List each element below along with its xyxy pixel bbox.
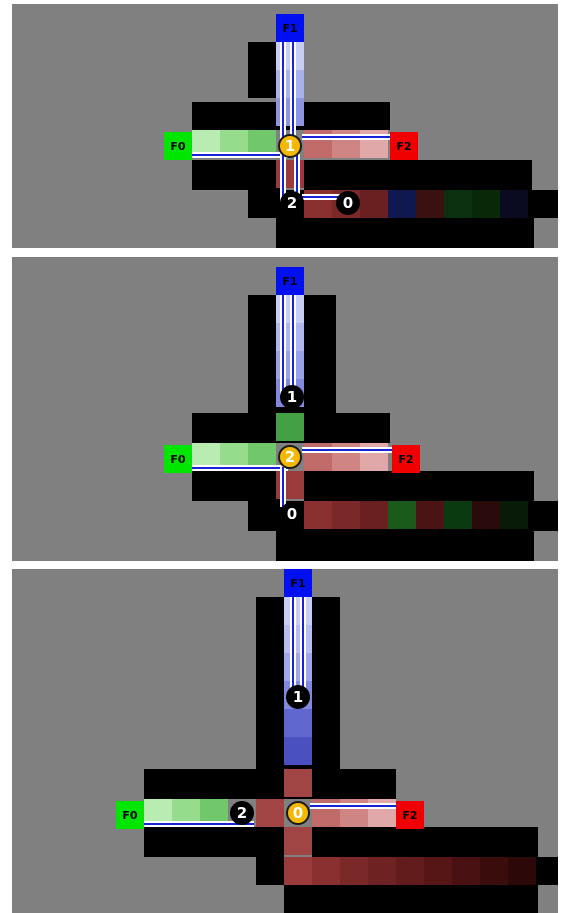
wall-tile bbox=[144, 769, 396, 799]
flow-tile bbox=[312, 857, 340, 885]
pipe-segment bbox=[310, 803, 400, 809]
flow-tile bbox=[284, 769, 312, 797]
flow-tile bbox=[340, 857, 368, 885]
flow-tile bbox=[480, 857, 508, 885]
game-frame-1: F1 F0 F2 1 2 0 bbox=[12, 4, 558, 248]
pipe-segment bbox=[280, 295, 286, 395]
wall-tile bbox=[192, 160, 280, 190]
wall-tile bbox=[284, 885, 538, 913]
pipe-segment bbox=[290, 597, 296, 697]
flow-tile bbox=[360, 501, 388, 529]
flow-tile bbox=[332, 501, 360, 529]
flow-tile bbox=[416, 501, 444, 529]
wall-tile bbox=[276, 218, 534, 248]
flow-tile bbox=[500, 501, 528, 529]
flow-tile bbox=[472, 190, 500, 218]
source-f1[interactable]: F1 bbox=[284, 569, 312, 597]
wall-tile bbox=[144, 827, 284, 857]
flow-tile bbox=[424, 857, 452, 885]
flow-tile bbox=[368, 857, 396, 885]
junction-node[interactable]: 2 bbox=[278, 445, 302, 469]
flow-tile bbox=[444, 190, 472, 218]
source-f2[interactable]: F2 bbox=[392, 445, 420, 473]
pipe-segment bbox=[302, 447, 392, 453]
flow-tile bbox=[284, 827, 312, 855]
flow-tile bbox=[284, 857, 312, 885]
pipe-segment bbox=[290, 295, 296, 395]
flow-tile bbox=[284, 653, 312, 681]
source-f0[interactable]: F0 bbox=[116, 801, 144, 829]
flow-tile bbox=[472, 501, 500, 529]
junction-node[interactable]: 0 bbox=[286, 801, 310, 825]
flow-tile bbox=[388, 501, 416, 529]
wall-tile bbox=[304, 160, 532, 190]
pipe-segment bbox=[300, 597, 306, 697]
source-f2[interactable]: F2 bbox=[396, 801, 424, 829]
source-f0[interactable]: F0 bbox=[164, 445, 192, 473]
game-frame-2: F1 F0 F2 1 2 0 bbox=[12, 257, 558, 561]
wall-tile bbox=[276, 531, 534, 561]
pipe-segment bbox=[290, 42, 296, 146]
junction-node[interactable]: 2 bbox=[230, 801, 254, 825]
flow-tile bbox=[284, 709, 312, 737]
flow-tile bbox=[396, 857, 424, 885]
flow-tile bbox=[508, 857, 536, 885]
source-f1[interactable]: F1 bbox=[276, 14, 304, 42]
flow-tile bbox=[284, 737, 312, 765]
junction-node[interactable]: 0 bbox=[280, 502, 304, 526]
pipe-segment bbox=[192, 465, 288, 471]
junction-node[interactable]: 1 bbox=[286, 685, 310, 709]
pipe-segment bbox=[192, 152, 288, 158]
flow-tile bbox=[256, 799, 284, 827]
source-f2[interactable]: F2 bbox=[390, 132, 418, 160]
source-f0[interactable]: F0 bbox=[164, 132, 192, 160]
flow-tile bbox=[500, 190, 528, 218]
flow-tile bbox=[416, 190, 444, 218]
pipe-segment bbox=[302, 134, 392, 140]
flow-tile bbox=[284, 625, 312, 653]
junction-node[interactable]: 1 bbox=[280, 385, 304, 409]
flow-tile bbox=[388, 190, 416, 218]
wall-tile bbox=[192, 471, 280, 501]
pipe-segment bbox=[280, 42, 286, 146]
flow-tile bbox=[304, 501, 332, 529]
junction-node[interactable]: 2 bbox=[280, 191, 304, 215]
junction-node[interactable]: 1 bbox=[278, 134, 302, 158]
flow-tile bbox=[276, 413, 304, 441]
flow-tile bbox=[444, 501, 472, 529]
pipe-segment bbox=[280, 467, 286, 507]
game-frame-3: F1 F0 F2 1 2 0 bbox=[12, 569, 558, 913]
wall-tile bbox=[312, 827, 538, 857]
flow-tile bbox=[360, 190, 388, 218]
source-f1[interactable]: F1 bbox=[276, 267, 304, 295]
wall-tile bbox=[304, 471, 534, 501]
flow-tile bbox=[452, 857, 480, 885]
flow-tile bbox=[284, 597, 312, 625]
junction-node[interactable]: 0 bbox=[336, 191, 360, 215]
